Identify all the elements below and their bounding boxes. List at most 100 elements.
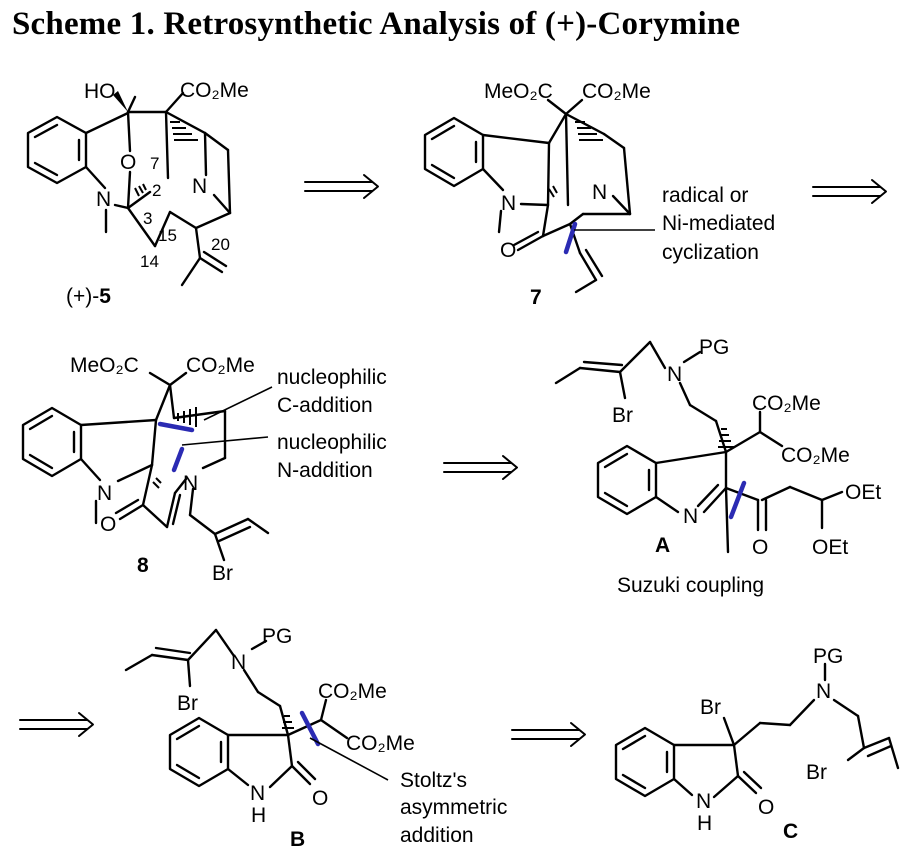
compound-b-atom-n-amine: N (231, 651, 246, 674)
compound-5-locant-20: 20 (211, 235, 230, 254)
compound-c-atom-o: O (758, 796, 774, 819)
compound-8-note-n-line-2: N-addition (277, 459, 373, 482)
compound-a-benzene-ring (596, 444, 658, 516)
compound-a-atom-n-amine: N (667, 363, 682, 386)
compound-5-label-prefix: (+)- (66, 285, 99, 308)
compound-8-atom-co2me: CO₂Me (186, 354, 255, 377)
compound-a-atom-co2me-top: CO₂Me (752, 392, 821, 415)
compound-b-benzene-ring (168, 716, 230, 788)
compound-7-atom-meo2c: MeO₂C (484, 80, 553, 103)
compound-5-label: (+)-5 (66, 285, 111, 308)
compound-a: PG N Br CO₂Me CO₂Me N O OEt OEt A Suzuki… (554, 336, 881, 597)
compound-c: PG N Br Br N H O C (614, 645, 900, 843)
compound-5-label-number: 5 (99, 285, 111, 308)
compound-5-skeleton-bonds (84, 91, 232, 287)
compound-8-atom-n-amine: N (183, 472, 198, 495)
compound-7-atom-n-indole: N (501, 192, 516, 215)
compound-8-atom-br: Br (212, 562, 233, 585)
retro-arrow-3 (443, 455, 518, 480)
compound-7-note-line-3: cyclization (662, 241, 759, 264)
compound-b-atom-nh-n: N (250, 782, 265, 805)
compound-c-atom-br-top: Br (700, 696, 721, 719)
compound-7-atom-o: O (500, 239, 516, 262)
compound-b-atom-labels: PG N Br CO₂Me CO₂Me N H O (177, 625, 415, 827)
compound-8-skeleton-bonds (79, 371, 270, 562)
compound-b-label: B (290, 828, 305, 851)
compound-b-note-line-2: asymmetric (400, 796, 507, 819)
compound-c-atom-pg: PG (813, 645, 843, 668)
compound-5-locant-2: 2 (152, 181, 161, 200)
compound-b-atom-o: O (312, 787, 328, 810)
compound-b-atom-nh-h: H (251, 804, 266, 827)
compound-8-label: 8 (137, 554, 149, 577)
compound-5-atom-co2me: CO₂Me (180, 79, 249, 102)
compound-7-note: radical or Ni-mediated cyclization (662, 184, 781, 264)
compound-7-atom-co2me: CO₂Me (582, 80, 651, 103)
compound-8-note-c: nucleophilic C-addition (277, 366, 393, 417)
compound-7-atom-n-amine: N (592, 181, 607, 204)
compound-b-note-line-3: addition (400, 824, 474, 847)
compound-a-skeleton-bonds (554, 340, 844, 554)
compound-5-locant-15: 15 (158, 226, 177, 245)
compound-8-atom-o: O (100, 513, 116, 536)
compound-5-atom-o: O (120, 151, 136, 174)
compound-a-atom-n-indole: N (683, 505, 698, 528)
compound-5-atom-n-amine: N (192, 175, 207, 198)
compound-7-stereo-bonds (548, 121, 603, 198)
compound-b-disconnection-mark (299, 710, 321, 747)
compound-c-atom-n-amine: N (816, 680, 831, 703)
compound-7-label: 7 (530, 286, 542, 309)
compound-8-note-c-line-1: nucleophilic (277, 366, 387, 389)
compound-8-benzene-ring (21, 406, 83, 478)
compound-a-atom-br: Br (612, 404, 633, 427)
compound-c-benzene-ring (614, 726, 676, 798)
compound-a-atom-pg: PG (699, 336, 729, 359)
retro-arrow-5 (511, 722, 586, 747)
compound-b-atom-co2me-bottom: CO₂Me (346, 732, 415, 755)
compound-a-note: Suzuki coupling (617, 574, 764, 597)
compound-b-note-line-1: Stoltz's (400, 769, 467, 792)
compound-7-note-line-2: Ni-mediated (662, 212, 775, 235)
compound-7-benzene-ring (423, 116, 485, 188)
compound-5-locant-7: 7 (150, 154, 159, 173)
compound-5-atom-labels: HO CO₂Me O N N (84, 79, 249, 211)
compound-8: MeO₂C CO₂Me N N O Br nucleophilic C-addi… (21, 354, 393, 585)
retro-arrow-2 (812, 179, 887, 204)
compound-a-disconnection-mark (728, 480, 747, 520)
compound-8-atom-n-indole: N (97, 482, 112, 505)
compound-b-leader-line (309, 737, 389, 781)
compound-5-atom-ho: HO (84, 80, 116, 103)
compound-8-stereo-bonds (152, 407, 197, 489)
compound-c-atom-labels: PG N Br Br N H O (696, 645, 843, 835)
compound-7-skeleton-bonds (481, 98, 632, 294)
compound-8-atom-meo2c: MeO₂C (70, 354, 139, 377)
compound-7: MeO₂C CO₂Me N N O radical or Ni-mediated… (423, 80, 781, 309)
compound-c-label: C (783, 820, 798, 843)
compound-a-label: A (655, 534, 670, 557)
compound-c-atom-br-side: Br (806, 761, 827, 784)
compound-8-note-n: nucleophilic N-addition (277, 431, 393, 482)
compound-7-disconnection-mark (563, 221, 578, 255)
compound-b-atom-co2me-top: CO₂Me (318, 680, 387, 703)
compound-c-atom-nh-n: N (696, 790, 711, 813)
compound-c-atom-nh-h: H (697, 812, 712, 835)
compound-5-stereo-bonds (113, 91, 198, 197)
compound-8-disconnection-mark-n (171, 446, 185, 473)
compound-8-disconnection-mark-c (157, 421, 195, 433)
compound-a-atom-co2me-bottom: CO₂Me (781, 444, 850, 467)
compound-a-atom-o: O (752, 536, 768, 559)
compound-8-note-n-line-1: nucleophilic (277, 431, 387, 454)
compound-7-note-line-1: radical or (662, 184, 748, 207)
compound-a-atom-oet-bottom: OEt (812, 536, 848, 559)
retro-arrow-1 (304, 174, 379, 199)
compound-a-atom-labels: PG N Br CO₂Me CO₂Me N O OEt OEt (612, 336, 881, 559)
compound-5-locant-3: 3 (143, 209, 152, 228)
compound-a-stereo-bonds (718, 428, 734, 448)
compound-5-benzene-ring (26, 115, 88, 185)
compound-7-atom-labels: MeO₂C CO₂Me N N O (484, 80, 651, 262)
compound-b-note: Stoltz's asymmetric addition (400, 769, 513, 847)
scheme-title: Scheme 1. Retrosynthetic Analysis of (+)… (12, 6, 741, 42)
compound-b-stereo-bonds (282, 715, 294, 729)
compound-b-skeleton-bonds (124, 628, 349, 789)
